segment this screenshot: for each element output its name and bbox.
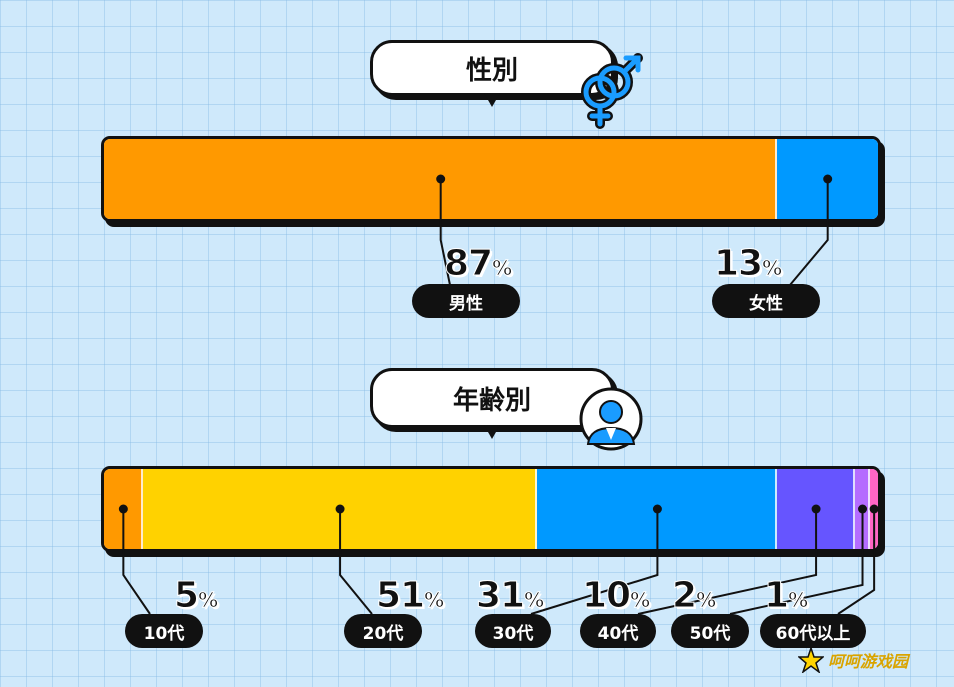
gender-percent-0: 87% [443, 243, 512, 284]
watermark: 呵呵游戏园 [798, 636, 918, 684]
age-title: 年齢別 [452, 385, 531, 416]
gender-title: 性別 [465, 55, 518, 86]
age-segment-2 [537, 469, 778, 549]
gender-percent-1: 13% [713, 243, 782, 284]
star-icon [798, 647, 824, 673]
age-title-bubble: 年齢別 [370, 368, 614, 439]
age-label-3: 40代 [580, 614, 656, 648]
age-percent-0: 5% [173, 575, 218, 616]
age-label-0: 10代 [125, 614, 203, 648]
gender-symbol-icon [570, 52, 648, 134]
age-segment-3 [777, 469, 855, 549]
bubble-tail [484, 93, 500, 107]
age-percent-2: 31% [475, 575, 544, 616]
gender-label-1: 女性 [712, 284, 820, 318]
age-segment-0 [104, 469, 143, 549]
age-label-2: 30代 [475, 614, 551, 648]
gender-segment-0 [104, 139, 778, 219]
age-label-5: 60代以上 [760, 614, 866, 648]
age-percent-5: 1% [763, 575, 808, 616]
age-label-1: 20代 [344, 614, 422, 648]
person-icon [578, 386, 644, 460]
age-percent-1: 51% [375, 575, 444, 616]
age-percent-4: 2% [671, 575, 716, 616]
age-segment-4 [854, 469, 871, 549]
age-segment-5 [870, 469, 878, 549]
gender-title-bubble: 性別 [370, 40, 614, 107]
age-label-4: 50代 [671, 614, 749, 648]
age-percent-3: 10% [581, 575, 650, 616]
bubble-tail [484, 425, 500, 439]
age-bar [101, 466, 881, 552]
gender-segment-1 [777, 139, 878, 219]
age-segment-1 [142, 469, 538, 549]
gender-bar [101, 136, 881, 222]
gender-label-0: 男性 [412, 284, 520, 318]
watermark-text: 呵呵游戏园 [828, 652, 909, 671]
